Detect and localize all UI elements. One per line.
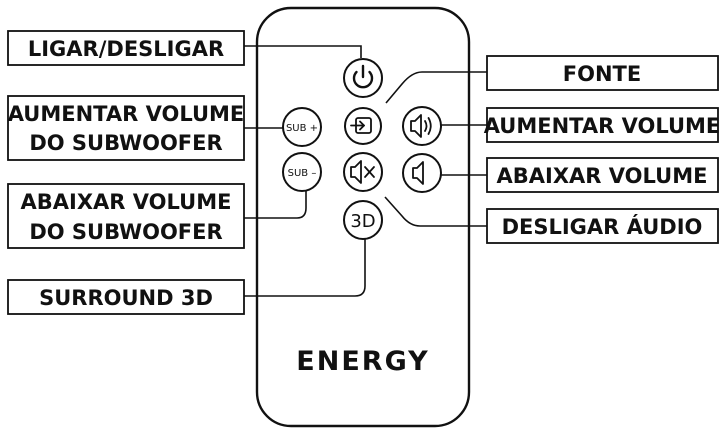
sub-minus-button[interactable]: SUB –: [282, 152, 322, 192]
leader-lines: [244, 45, 487, 297]
surround-3d-label: 3D: [350, 211, 375, 232]
power-icon: [352, 64, 374, 89]
volume-down-button[interactable]: [402, 153, 442, 193]
label-power: LIGAR/DESLIGAR: [28, 37, 224, 61]
leader-mute: [384, 196, 487, 227]
power-button[interactable]: [343, 58, 383, 98]
label-surround: SURROUND 3D: [39, 286, 213, 310]
label-sub-up-line1: AUMENTAR VOLUME: [8, 102, 245, 126]
label-source: FONTE: [563, 62, 641, 86]
label-box-surround: SURROUND 3D: [7, 279, 245, 315]
label-box-source: FONTE: [486, 55, 719, 91]
sub-plus-button[interactable]: SUB +: [282, 107, 322, 147]
label-box-sub-down: ABAIXAR VOLUME DO SUBWOOFER: [7, 183, 245, 249]
volume-up-button[interactable]: [402, 106, 442, 146]
mute-icon: [350, 160, 375, 184]
label-box-power: LIGAR/DESLIGAR: [7, 30, 245, 66]
label-vol-up: AUMENTAR VOLUME: [484, 114, 721, 138]
sub-plus-label: SUB +: [286, 123, 318, 134]
speaker-icon: [412, 161, 424, 185]
speaker-loud-icon: [410, 114, 432, 138]
label-sub-down-line2: DO SUBWOOFER: [29, 220, 222, 244]
label-sub-up-line2: DO SUBWOOFER: [29, 131, 222, 155]
label-box-mute: DESLIGAR ÁUDIO: [486, 208, 719, 244]
label-mute: DESLIGAR ÁUDIO: [502, 214, 703, 239]
source-button[interactable]: [344, 107, 382, 145]
leader-sub-down: [244, 191, 307, 219]
label-box-vol-up: AUMENTAR VOLUME: [484, 107, 721, 143]
leader-surround: [244, 238, 366, 297]
label-box-vol-down: ABAIXAR VOLUME: [486, 157, 719, 193]
leader-power: [244, 45, 362, 58]
label-vol-down: ABAIXAR VOLUME: [497, 164, 708, 188]
leader-source: [385, 71, 487, 104]
label-sub-down-line1: ABAIXAR VOLUME: [21, 190, 232, 214]
source-icon: [350, 117, 372, 134]
sub-minus-label: SUB –: [288, 168, 317, 179]
mute-button[interactable]: [343, 152, 383, 192]
label-box-sub-up: AUMENTAR VOLUME DO SUBWOOFER: [7, 95, 245, 161]
surround-3d-button[interactable]: 3D: [343, 200, 383, 240]
brand-logo: ENERGY: [296, 346, 429, 377]
